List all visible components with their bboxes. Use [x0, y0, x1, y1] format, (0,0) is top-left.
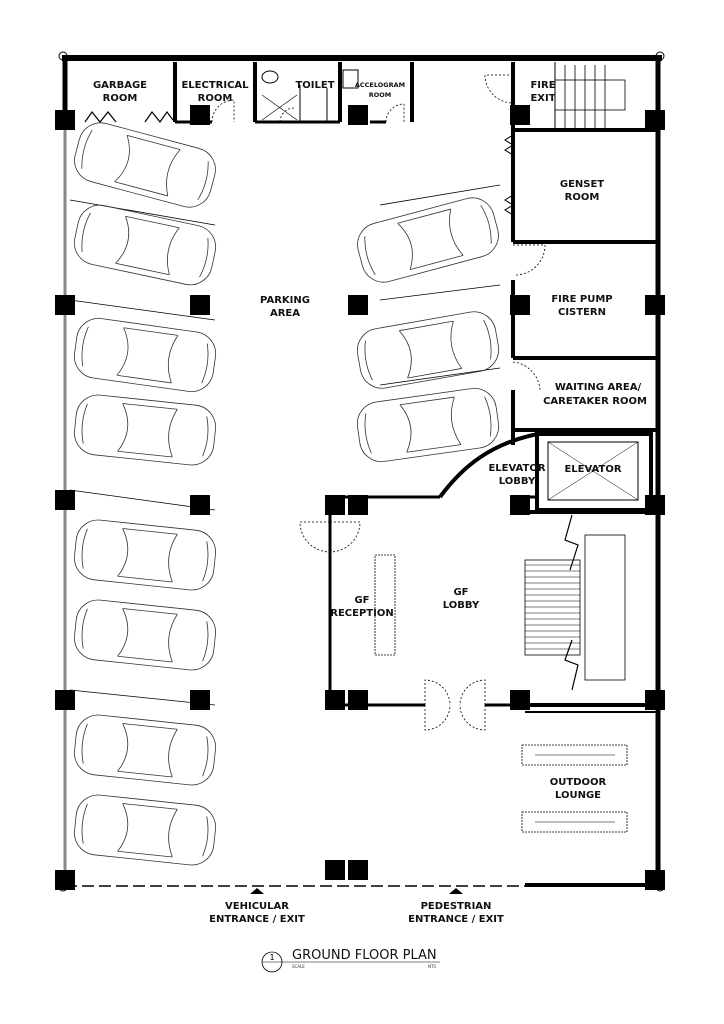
drawing-title: GROUND FLOOR PLAN	[292, 948, 437, 963]
column	[348, 690, 368, 710]
outdoor-lounge-label: OUTDOOR	[550, 777, 607, 788]
grid-markers	[58, 51, 665, 892]
outdoor-lounge-label-2: LOUNGE	[555, 790, 601, 801]
reception-label-2: RECEPTION	[330, 608, 393, 619]
column	[510, 295, 530, 315]
drawing-number: 1	[269, 953, 274, 962]
fire-pump-label-2: CISTERN	[558, 307, 606, 318]
accelogram-room-label: ACCELOGRAM	[355, 81, 405, 89]
car	[74, 394, 216, 466]
parking-stall-line	[379, 184, 501, 206]
column	[645, 870, 665, 890]
car	[74, 519, 216, 591]
parking-area-label: PARKING	[260, 295, 310, 306]
column	[325, 860, 345, 880]
scale-label: SCALE	[292, 964, 305, 969]
scale-value: NTS	[428, 964, 436, 969]
pedestrian-entrance-label-2: ENTRANCE / EXIT	[408, 914, 504, 925]
fire-exit-label-2: EXIT	[530, 93, 555, 104]
column	[190, 690, 210, 710]
lobby-label: GF	[453, 587, 468, 598]
car	[356, 311, 500, 389]
column	[325, 690, 345, 710]
electrical-room-label-2: ROOM	[198, 93, 233, 104]
toilet-label: TOILET	[295, 80, 334, 91]
car	[74, 599, 216, 671]
car	[356, 387, 500, 463]
column	[55, 690, 75, 710]
car	[73, 204, 217, 286]
column	[510, 105, 530, 125]
waiting-area-label: WAITING AREA/	[555, 382, 642, 393]
pedestrian-entrance-arrow-icon	[449, 888, 463, 894]
column	[348, 295, 368, 315]
room-labels: GARBAGE ROOM ELECTRICAL ROOM TOILET ACCE…	[93, 80, 647, 801]
vehicular-entrance-label-2: ENTRANCE / EXIT	[209, 914, 305, 925]
car	[357, 197, 499, 283]
column	[348, 105, 368, 125]
column	[348, 495, 368, 515]
column	[55, 295, 75, 315]
fire-exit-label: FIRE	[530, 80, 555, 91]
column	[190, 495, 210, 515]
column	[55, 490, 75, 510]
garbage-room-label-2: ROOM	[103, 93, 138, 104]
structural-columns	[55, 105, 665, 890]
car	[74, 122, 216, 208]
parking-stall-line	[69, 299, 216, 321]
column	[190, 105, 210, 125]
parking-stall-line	[379, 367, 501, 386]
entrance-markers: VEHICULAR ENTRANCE / EXIT PEDESTRIAN ENT…	[209, 888, 504, 925]
garbage-room-label: GARBAGE	[93, 80, 147, 91]
parking-stall-line	[379, 284, 501, 301]
electrical-room-label: ELECTRICAL	[181, 80, 249, 91]
column	[348, 860, 368, 880]
car	[74, 794, 216, 866]
waiting-area-label-2: CARETAKER ROOM	[543, 396, 647, 407]
column	[645, 690, 665, 710]
parked-cars	[73, 122, 500, 866]
reception-label: GF	[354, 595, 369, 606]
fire-pump-label: FIRE PUMP	[551, 294, 612, 305]
parking-stall-line	[69, 199, 216, 226]
genset-room-label-2: ROOM	[565, 192, 600, 203]
column	[190, 295, 210, 315]
column	[510, 690, 530, 710]
car	[73, 317, 217, 393]
vehicular-entrance-label: VEHICULAR	[225, 901, 289, 912]
column	[510, 495, 530, 515]
lobby-label-2: LOBBY	[443, 600, 480, 611]
column	[645, 495, 665, 515]
genset-room-label: GENSET	[560, 179, 604, 190]
title-block: 1 GROUND FLOOR PLAN SCALE NTS	[261, 948, 440, 973]
elevator-label: ELEVATOR	[564, 464, 621, 475]
column	[645, 110, 665, 130]
column	[325, 495, 345, 515]
vehicular-entrance-arrow-icon	[250, 888, 264, 894]
column	[55, 870, 75, 890]
car	[74, 714, 216, 786]
column	[645, 295, 665, 315]
elevator-lobby-label-2: LOBBY	[499, 476, 536, 487]
column	[55, 110, 75, 130]
parking-area-label-2: AREA	[270, 308, 300, 319]
elevator-lobby-label: ELEVATOR	[488, 463, 545, 474]
pedestrian-entrance-label: PEDESTRIAN	[421, 901, 492, 912]
accelogram-room-label-2: ROOM	[369, 91, 392, 99]
